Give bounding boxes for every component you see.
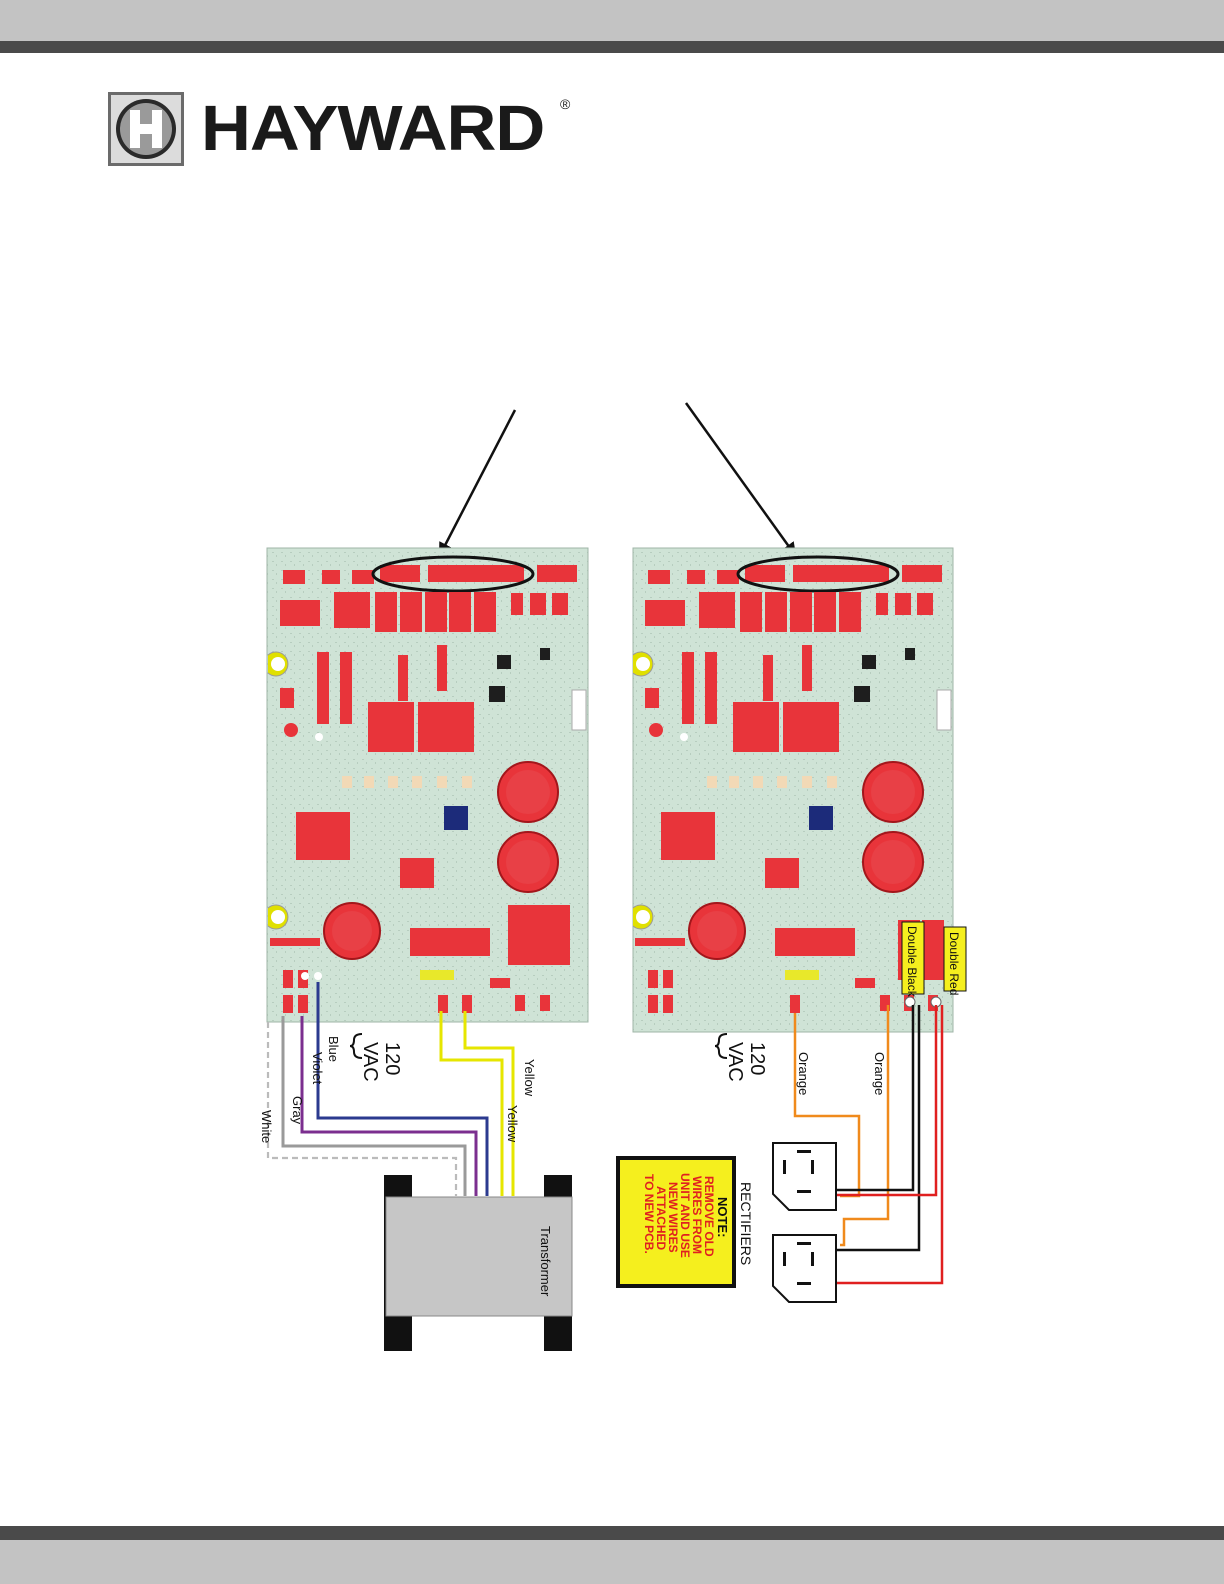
rectifiers-label: RECTIFIERS xyxy=(738,1182,754,1265)
wire-label-blue: Blue xyxy=(326,1036,341,1062)
double-red-label: Double Red xyxy=(947,932,961,995)
right-vac-label-line2: VAC xyxy=(724,1042,746,1082)
note-line-6: TO NEW PCB. xyxy=(642,1174,656,1254)
transformer-label: Transformer xyxy=(538,1226,553,1297)
right-arrow xyxy=(686,403,795,555)
right-vac-label-line1: 120 xyxy=(746,1042,768,1075)
wire-label-orange-1: Orange xyxy=(796,1052,811,1095)
left-vac-label-line2: VAC xyxy=(359,1042,381,1082)
wire-label-white: White xyxy=(259,1110,274,1143)
wire-yellow-2 xyxy=(465,1011,513,1196)
rectifier-1 xyxy=(773,1143,836,1210)
wire-label-violet: Violet xyxy=(310,1052,325,1085)
note-heading: NOTE: xyxy=(715,1197,730,1237)
wire-label-gray: Gray xyxy=(290,1096,305,1125)
left-vac-label-line1: 120 xyxy=(381,1042,403,1075)
wire-black-2 xyxy=(824,1005,919,1250)
footer-band-light xyxy=(0,1540,1224,1584)
double-black-label: Double Black xyxy=(905,926,919,998)
left-arrow xyxy=(440,410,515,555)
left-pcb xyxy=(267,548,588,1022)
footer-band-dark xyxy=(0,1526,1224,1540)
wire-label-yellow-2: Yellow xyxy=(505,1105,520,1143)
wire-label-orange-2: Orange xyxy=(872,1052,887,1095)
rectifier-2 xyxy=(773,1235,836,1302)
wire-label-yellow-1: Yellow xyxy=(522,1059,537,1097)
wire-black-1 xyxy=(824,1005,913,1190)
wire-yellow-1 xyxy=(441,1011,502,1196)
wire-orange-2 xyxy=(840,1005,888,1245)
